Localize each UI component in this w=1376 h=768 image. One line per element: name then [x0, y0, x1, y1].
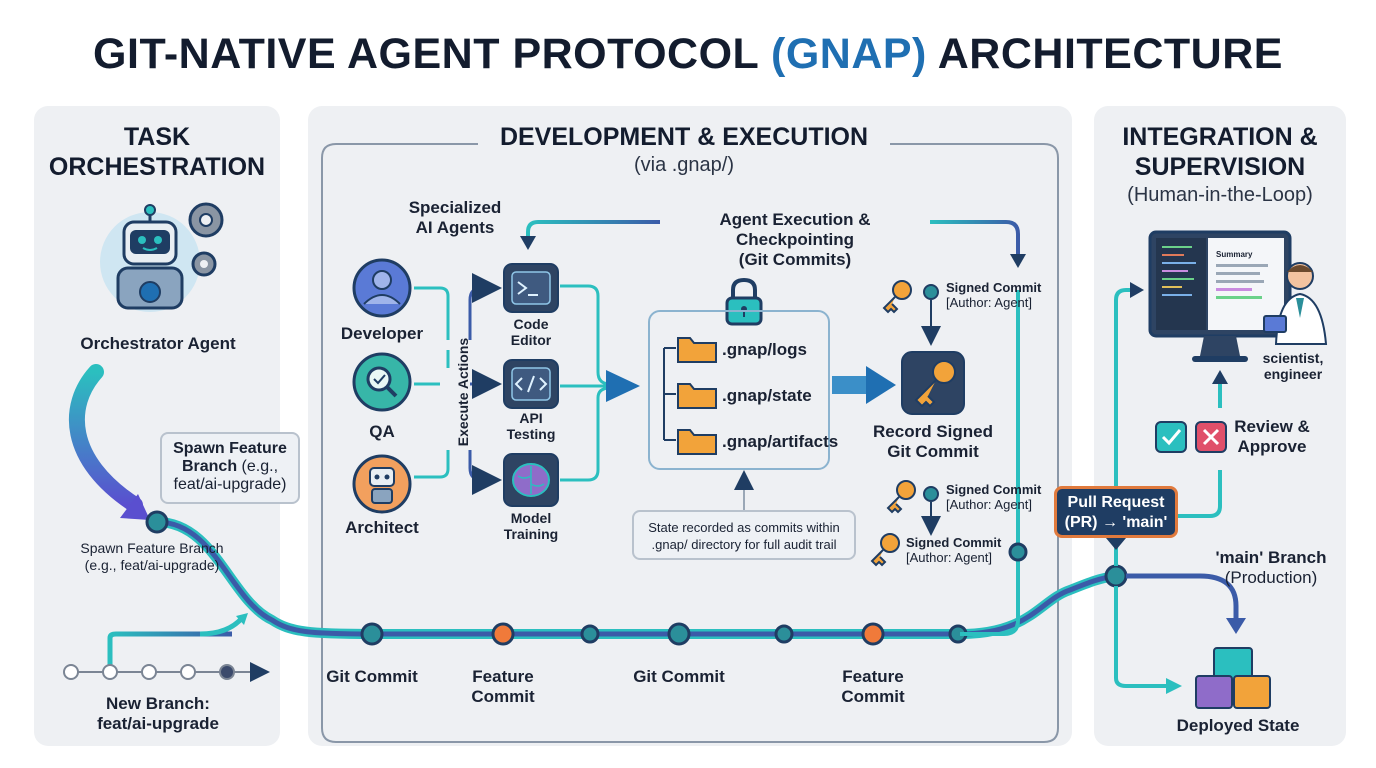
task-orchestration-title: TASK ORCHESTRATION: [48, 123, 266, 181]
main-branch-label: 'main' Branch (Production): [1215, 548, 1327, 587]
timeline-label-git-commit-2: Git Commit: [633, 667, 725, 686]
folder-label-state: .gnap/state: [722, 386, 812, 405]
deployed-state-label: Deployed State: [1176, 716, 1300, 735]
tool-label-code-editor: Code Editor: [510, 316, 552, 348]
development-execution-title: DEVELOPMENT & EXECUTION: [499, 123, 869, 151]
orchestrator-robot-icon: [100, 202, 224, 312]
terminal-icon: [503, 263, 559, 313]
integration-supervision-title: INTEGRATION & SUPERVISION: [1122, 123, 1318, 181]
screen-summary-text: Summary: [1216, 250, 1253, 259]
person-label: scientist, engineer: [1262, 350, 1324, 382]
spawn-branch-callout: Spawn Feature Branch (e.g., feat/ai-upgr…: [160, 432, 300, 504]
callout-line: feat/ai-upgrade): [173, 476, 287, 493]
monitor-icon: [1148, 230, 1292, 362]
new-branch-label: New Branch: feat/ai-upgrade: [97, 694, 219, 733]
signed-commit-3: Signed Commit [Author: Agent]: [906, 535, 1002, 565]
folder-label-logs: .gnap/logs: [722, 340, 807, 359]
key-icon: [882, 280, 912, 314]
page-title: GIT-NATIVE AGENT PROTOCOL (GNAP) ARCHITE…: [93, 30, 1283, 78]
development-execution-subtitle: (via .gnap/): [633, 154, 735, 176]
spawn-arrow: [69, 364, 143, 513]
folder-icon: [677, 337, 717, 363]
agent-label-architect: Architect: [345, 518, 419, 537]
architect-robot-icon: [352, 454, 412, 514]
callout-line: Spawn Feature: [173, 440, 287, 457]
brain-icon: [503, 453, 559, 507]
record-key-icon: [901, 351, 965, 415]
folder-icon: [677, 429, 717, 455]
pull-request-box: Pull Request (PR) → 'main': [1054, 486, 1178, 538]
execution-frame: [321, 143, 1059, 743]
specialized-agents-heading: Specialized AI Agents: [408, 198, 502, 237]
review-approve-label: Review & Approve: [1234, 417, 1310, 456]
agent-label-qa: QA: [369, 422, 395, 441]
callout-line: Branch (e.g.,: [181, 458, 279, 475]
timeline-label-git-commit-1: Git Commit: [326, 667, 418, 686]
folder-label-artifacts: .gnap/artifacts: [722, 432, 839, 451]
checkpointing-label: Agent Execution & Checkpointing (Git Com…: [719, 210, 871, 269]
gnap-folder-box-visible: [648, 310, 830, 470]
developer-icon: [352, 258, 412, 318]
branch-pipeline: [154, 519, 1119, 637]
execute-actions-label: Execute Actions: [455, 337, 471, 447]
spawn-branch-text: Spawn Feature Branch (e.g., feat/ai-upgr…: [80, 540, 224, 573]
key-icon: [870, 533, 900, 567]
person-engineer-icon: [1263, 262, 1328, 345]
integration-supervision-subtitle: (Human-in-the-Loop): [1127, 184, 1313, 206]
timeline-label-feature-commit-2: Feature Commit: [841, 667, 905, 706]
signed-commit-1: Signed Commit [Author: Agent]: [946, 280, 1042, 310]
development-execution-panel: [308, 106, 1072, 746]
code-brackets-icon: [503, 359, 559, 409]
orchestrator-agent-label: Orchestrator Agent: [80, 334, 236, 353]
record-signed-commit-label: Record Signed Git Commit: [873, 422, 993, 461]
tool-label-model-training: Model Training: [503, 510, 559, 542]
state-note: State recorded as commits within .gnap/ …: [632, 510, 856, 560]
folder-icon: [677, 383, 717, 409]
agent-label-developer: Developer: [340, 324, 424, 343]
reject-icon: [1195, 421, 1227, 453]
qa-magnifier-icon: [352, 352, 412, 412]
signed-commit-2: Signed Commit [Author: Agent]: [946, 482, 1042, 512]
key-icon: [886, 480, 916, 514]
check-icon: [1155, 421, 1187, 453]
timeline-label-feature-commit-1: Feature Commit: [471, 667, 535, 706]
deployed-cubes-icon: [1195, 647, 1271, 709]
tool-label-api-testing: API Testing: [506, 410, 556, 442]
